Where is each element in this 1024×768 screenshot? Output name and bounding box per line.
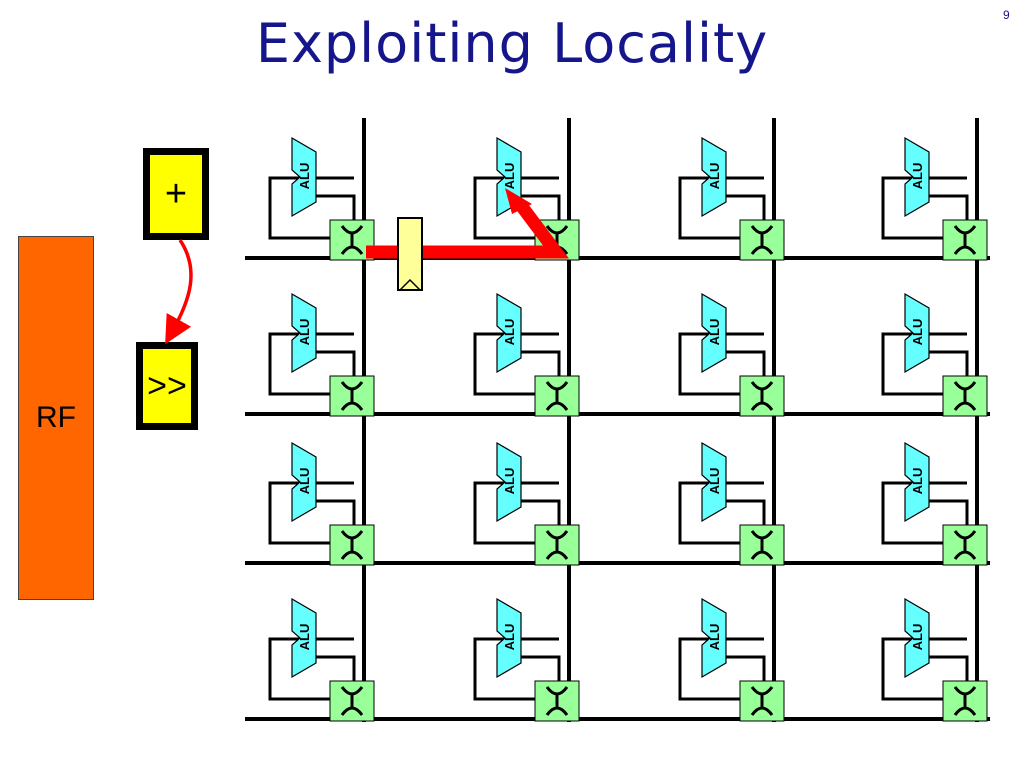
add-operation-box: +: [143, 148, 209, 240]
crossbar-switch-icon: [953, 686, 977, 716]
alu-label: ALU: [297, 468, 312, 495]
grid-wires: [245, 118, 990, 722]
alu-cell-r2-c4: ALU: [881, 292, 988, 417]
crossbar-switch-icon: [953, 530, 977, 560]
alu-label: ALU: [910, 163, 925, 190]
alu-shape: [904, 597, 930, 679]
alu-cell-r3-c1: ALU: [268, 441, 375, 566]
alu-cell-r1-c2: ALU: [473, 136, 580, 261]
alu-label: ALU: [502, 624, 517, 651]
register-file-label: RF: [36, 401, 76, 434]
alu-cells: ALU ALU ALU ALU ALU ALU ALU ALU ALU ALU ALU ALU ALU A…: [268, 136, 988, 722]
alu-cell-r2-c3: ALU: [678, 292, 785, 417]
crossbar-switch-icon: [750, 225, 774, 255]
alu-shape: [291, 597, 317, 679]
crossbar-switch-icon: [340, 381, 364, 411]
alu-cell-r1-c3: ALU: [678, 136, 785, 261]
crossbar-switch-icon: [750, 686, 774, 716]
alu-label: ALU: [910, 624, 925, 651]
alu-cell-r3-c3: ALU: [678, 441, 785, 566]
alu-cell-r2-c2: ALU: [473, 292, 580, 417]
alu-shape: [496, 441, 522, 523]
alu-label: ALU: [707, 163, 722, 190]
alu-cell-r4-c4: ALU: [881, 597, 988, 722]
crossbar-switch-icon: [750, 381, 774, 411]
alu-cell-r3-c2: ALU: [473, 441, 580, 566]
crossbar-switch-icon: [953, 225, 977, 255]
alu-cell-r1-c1: ALU: [268, 136, 375, 261]
alu-label: ALU: [707, 319, 722, 346]
alu-shape: [701, 597, 727, 679]
alu-shape: [496, 597, 522, 679]
slide-title: Exploiting Locality: [255, 12, 769, 75]
alu-label: ALU: [502, 163, 517, 190]
alu-shape: [291, 441, 317, 523]
register-file-block: RF: [18, 236, 94, 600]
crossbar-switch-icon: [545, 381, 569, 411]
local-forwarding-path: [366, 200, 569, 259]
alu-label: ALU: [910, 468, 925, 495]
alu-label: ALU: [707, 468, 722, 495]
alu-shape: [291, 136, 317, 218]
alu-cell-r4-c2: ALU: [473, 597, 580, 722]
alu-label: ALU: [502, 468, 517, 495]
alu-label: ALU: [297, 624, 312, 651]
alu-label: ALU: [297, 319, 312, 346]
alu-shape: [904, 292, 930, 374]
highlight-path: [165, 188, 569, 345]
alu-cell-r2-c1: ALU: [268, 292, 375, 417]
crossbar-switch-icon: [750, 530, 774, 560]
alu-cell-r4-c1: ALU: [268, 597, 375, 722]
clock-triangle-icon: [399, 278, 421, 291]
slide-number: 9: [1003, 8, 1010, 22]
crossbar-switch: [739, 680, 785, 722]
crossbar-switch-icon: [340, 530, 364, 560]
crossbar-switch-icon: [545, 686, 569, 716]
forwarding-arrowhead: [505, 188, 532, 214]
crossbar-switch-icon: [340, 686, 364, 716]
alu-shape: [701, 292, 727, 374]
alu-label: ALU: [297, 163, 312, 190]
alu-label: ALU: [502, 319, 517, 346]
shift-operation-label: >>: [147, 366, 187, 405]
alu-label: ALU: [707, 624, 722, 651]
alu-shape: [904, 136, 930, 218]
alu-cell-r1-c4: ALU: [881, 136, 988, 261]
add-operation-label: +: [164, 172, 188, 215]
alu-shape: [496, 292, 522, 374]
alu-shape: [701, 136, 727, 218]
alu-shape: [291, 292, 317, 374]
pipeline-register: [397, 217, 423, 291]
alu-cell-r3-c4: ALU: [881, 441, 988, 566]
alu-shape: [904, 441, 930, 523]
crossbar-switch-icon: [340, 225, 364, 255]
crossbar-switch-icon: [953, 381, 977, 411]
alu-label: ALU: [910, 319, 925, 346]
dependency-arrow: [165, 239, 193, 345]
crossbar-switch-icon: [545, 530, 569, 560]
alu-shape: [701, 441, 727, 523]
shift-operation-box: >>: [136, 342, 198, 430]
alu-cell-r4-c3: ALU: [678, 597, 785, 722]
